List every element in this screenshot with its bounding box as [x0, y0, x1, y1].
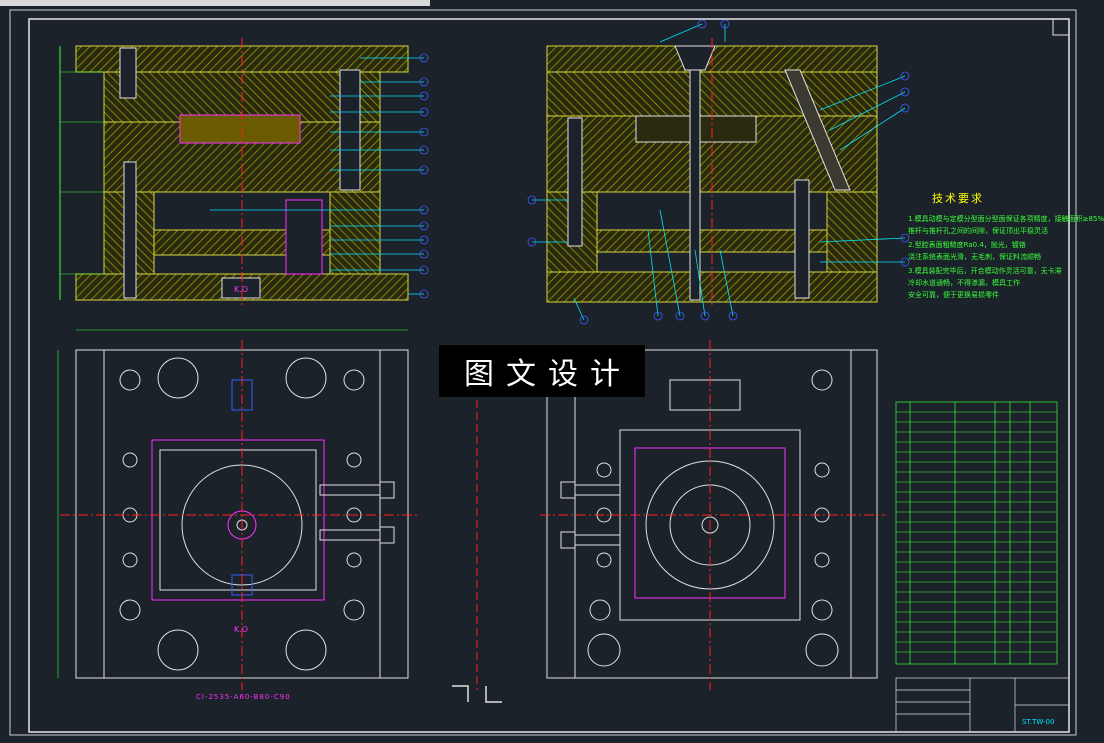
ko-label-bottom: K.O [234, 625, 249, 634]
section-view-left [59, 38, 429, 305]
outer-frame [9, 9, 1077, 736]
parts-list-table [895, 401, 1058, 665]
drawing-code: ST.TW-00 [1022, 718, 1055, 726]
title-strip [0, 0, 430, 6]
tech-line: 冷却水道通畅，不得渗漏，模具工作 [908, 279, 1020, 287]
section-view-right [527, 19, 910, 325]
title-block [895, 677, 1070, 733]
plan-view-left [57, 329, 420, 690]
tech-line: 安全可靠，便于更换易损零件 [908, 291, 999, 299]
tech-requirements-title: 技术要求 [932, 192, 984, 205]
tech-line: 1.模具动模与定模分型面分型面保证各项精度，接触面积≥85% [908, 215, 1104, 223]
section-marks [452, 685, 502, 703]
ko-label-top: K.O [234, 285, 249, 294]
plan-view-right [540, 340, 885, 690]
tech-line: 3.模具装配完毕后，开合模动作灵活可靠，无卡滞 [908, 267, 1062, 275]
inner-frame [28, 18, 1070, 733]
parts-list-rows [896, 411, 1057, 653]
tech-line: 推杆与推杆孔之间的间隙，保证顶出平稳灵活 [908, 227, 1048, 235]
mold-base-spec: CI-2535-A60-B80-C90 [196, 693, 291, 701]
watermark-logo: 图文设计 [439, 345, 645, 397]
tech-line: 浇注系统表面光滑，无毛刺，保证料流顺畅 [908, 253, 1041, 261]
tech-line: 2.型腔表面粗糙度Ra0.4，抛光，镀铬 [908, 241, 1026, 249]
logo-text: 图文设计 [464, 357, 632, 392]
